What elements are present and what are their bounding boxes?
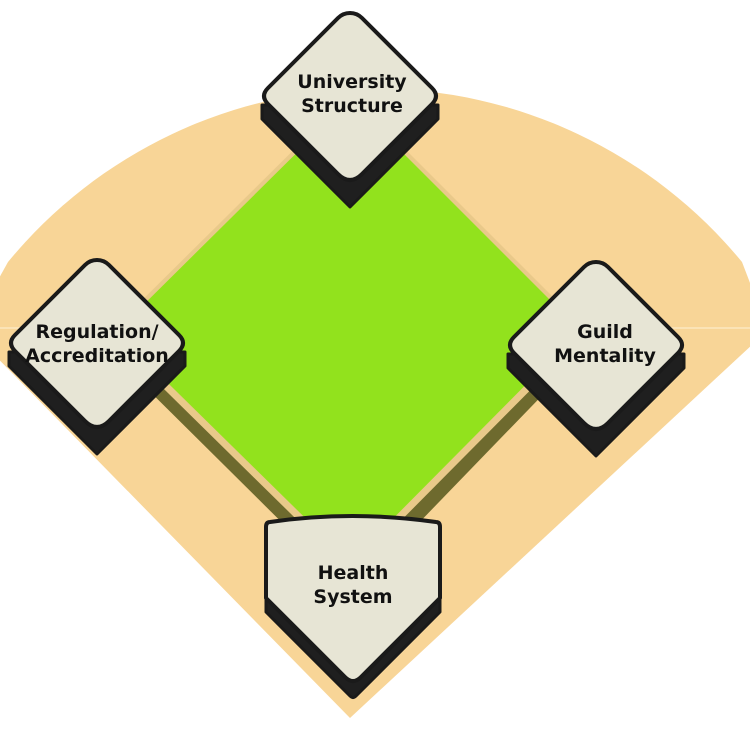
base-label-right: Guild Mentality bbox=[525, 320, 685, 368]
base-regulation-accreditation bbox=[7, 258, 187, 456]
base-label-bottom-line1: Health bbox=[317, 562, 389, 584]
base-label-left-line2: Accreditation bbox=[25, 345, 169, 367]
base-face bbox=[9, 258, 185, 429]
base-guild-mentality bbox=[506, 260, 686, 458]
home-plate-health-system bbox=[264, 514, 442, 699]
base-label-bottom: Health System bbox=[273, 561, 433, 609]
base-university-structure bbox=[260, 11, 440, 209]
base-face bbox=[264, 514, 442, 683]
base-label-left-line1: Regulation/ bbox=[35, 321, 159, 343]
infield-grass bbox=[116, 100, 580, 562]
base-label-top-line2: Structure bbox=[301, 95, 403, 117]
base-face bbox=[262, 11, 438, 182]
base-label-left: Regulation/ Accreditation bbox=[17, 320, 177, 368]
base-label-right-line1: Guild bbox=[577, 321, 633, 343]
base-label-top-line1: University bbox=[297, 71, 407, 93]
base-label-bottom-line2: System bbox=[313, 586, 393, 608]
base-label-top: University Structure bbox=[272, 70, 432, 118]
base-label-right-line2: Mentality bbox=[554, 345, 656, 367]
base-face bbox=[508, 260, 684, 431]
